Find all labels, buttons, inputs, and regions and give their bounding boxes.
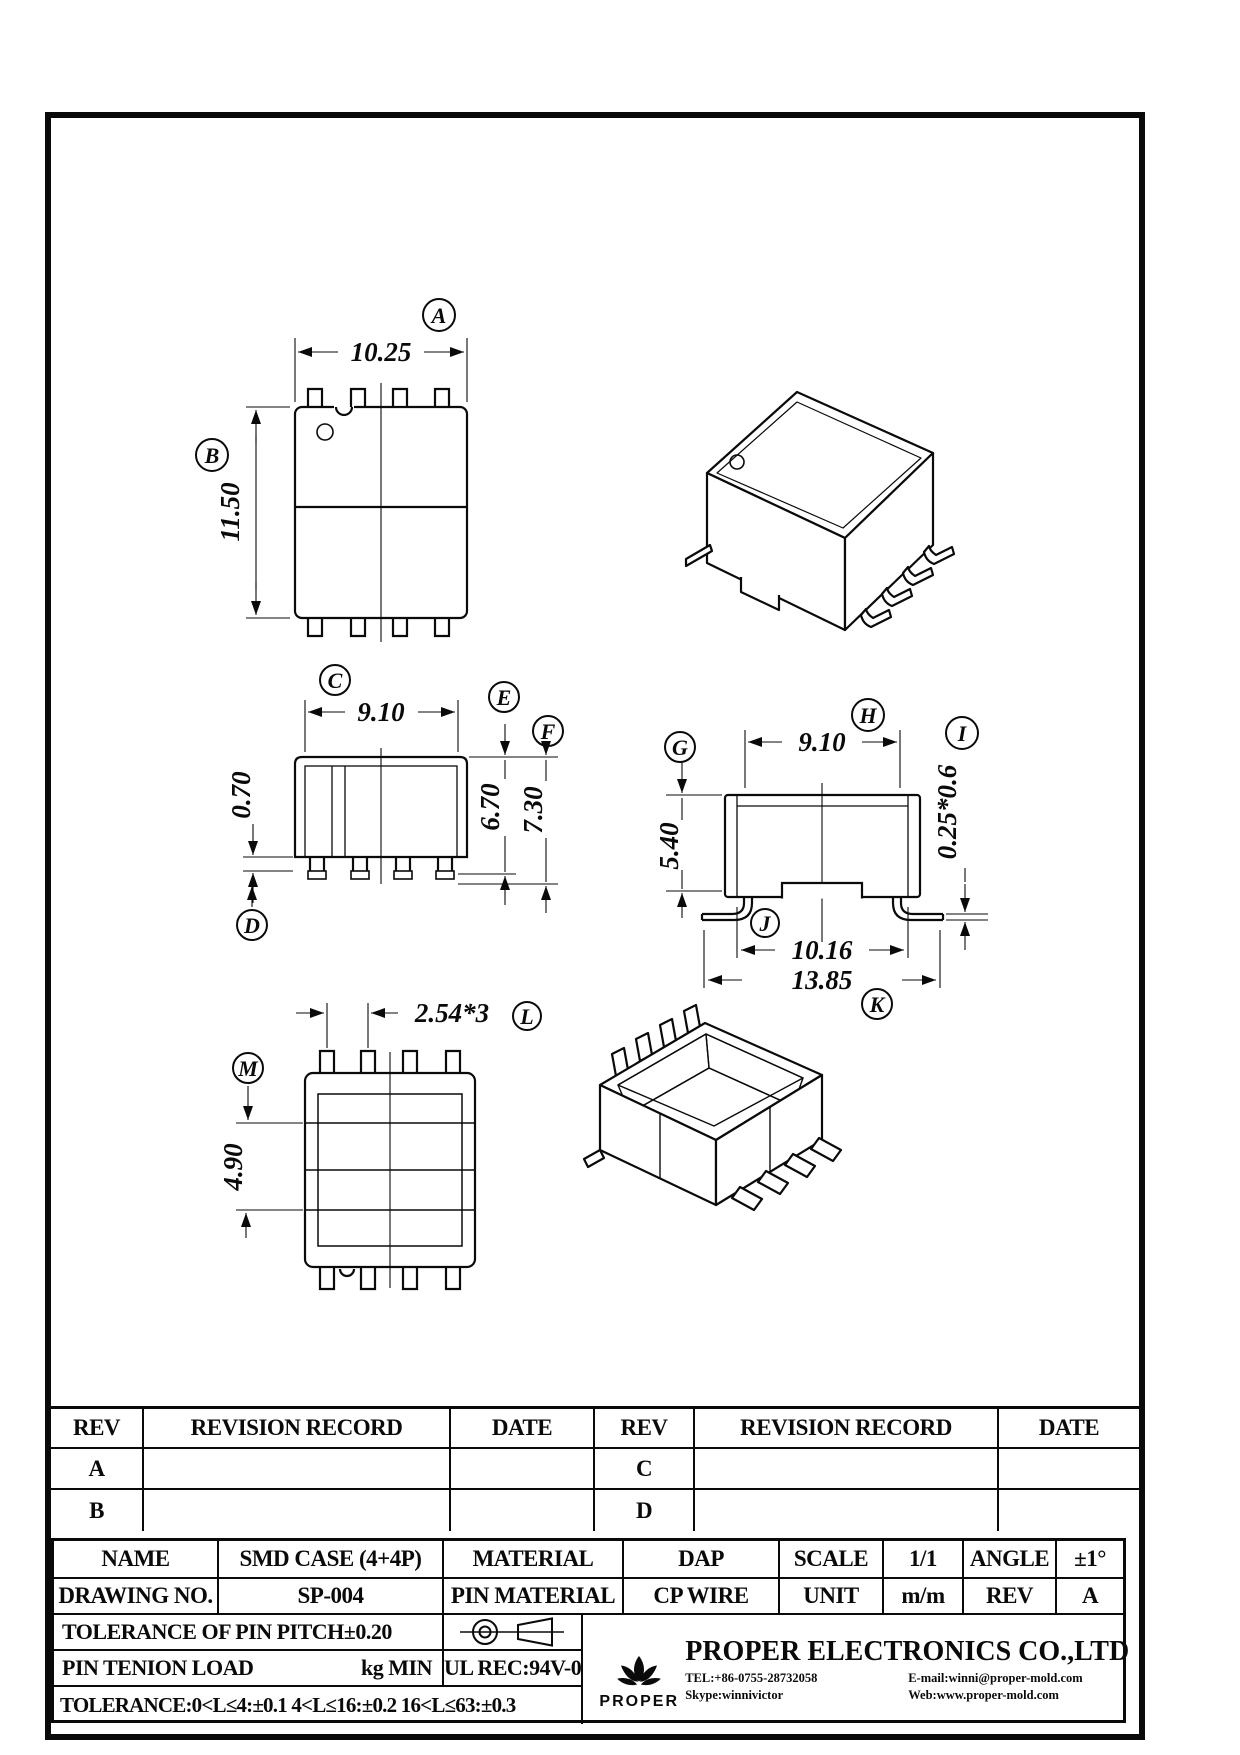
drawing-no-label: DRAWING NO. [54, 1579, 219, 1613]
company-block: PROPER PROPER ELECTRONICS CO.,LTD TEL:+8… [583, 1615, 1135, 1724]
dim-side-width: 9.10 [357, 697, 405, 727]
dim-top-height: 11.50 [215, 482, 245, 542]
tolerance-note: TOLERANCE:0<L≤4:±0.1 4<L≤16:±0.2 16<L≤63… [60, 1693, 516, 1717]
rev-row-d-date [999, 1490, 1139, 1531]
balloon-f: F [540, 719, 556, 744]
rev-row-b-record [144, 1490, 451, 1531]
balloon-l: L [519, 1004, 533, 1029]
balloon-m: M [237, 1056, 259, 1081]
view-iso-closed [684, 390, 956, 632]
dim-pin-pitch: 2.54*3 [414, 998, 489, 1028]
view-iso-open [582, 1003, 843, 1212]
rev-value: A [1081, 1583, 1099, 1608]
view-bottom [232, 1001, 542, 1291]
company-skype: Skype:winnivictor [685, 1688, 784, 1702]
pin-material-label: PIN MATERIAL [444, 1579, 624, 1613]
rev-row-a-date [451, 1449, 595, 1490]
company-tel: TEL:+86-0755-28732058 [685, 1671, 818, 1685]
dim-overall-height: 7.30 [518, 786, 548, 834]
rev-row-a-record [144, 1449, 451, 1490]
title-block: NAME SMD CASE (4+4P) MATERIAL DAP SCALE … [51, 1538, 1129, 1724]
company-name: PROPER ELECTRONICS CO.,LTD [685, 1636, 1130, 1667]
dim-pin-standoff: 0.70 [226, 771, 256, 819]
dim-pin-cross-section: 0.25*0.6 [932, 764, 962, 859]
balloon-j: J [759, 911, 772, 936]
scale-value: 1/1 [884, 1541, 964, 1577]
balloon-g: G [672, 735, 688, 760]
pin-material-value: CP WIRE [624, 1579, 780, 1613]
dim-top-width: 10.25 [351, 337, 412, 367]
logo-wordmark: PROPER [599, 1692, 679, 1710]
scale-label: SCALE [780, 1541, 884, 1577]
ul-rec: UL REC:94V-0 [444, 1655, 582, 1680]
projection-symbol-cell [444, 1615, 581, 1649]
balloon-a: A [430, 303, 447, 328]
name-label: NAME [54, 1541, 219, 1577]
rev-header-record-left: REVISION RECORD [144, 1409, 451, 1449]
rev-row-d: D [595, 1490, 695, 1531]
dim-foot-pitch: 10.16 [792, 935, 853, 965]
drawing-no-value: SP-004 [219, 1579, 444, 1613]
rev-header-rev-left: REV [51, 1409, 144, 1449]
rev-row-b-date [451, 1490, 595, 1531]
view-top [195, 298, 469, 642]
name-value: SMD CASE (4+4P) [219, 1541, 444, 1577]
balloon-h: H [858, 703, 877, 728]
balloon-d: D [243, 913, 260, 938]
revision-table: REV REVISION RECORD DATE REV REVISION RE… [51, 1406, 1139, 1531]
material-label: MATERIAL [444, 1541, 624, 1577]
title-tolerance-section: TOLERANCE OF PIN PITCH±0.20 PIN TENION L… [54, 1615, 584, 1724]
rev-row-c-date [999, 1449, 1139, 1490]
rev-header-date-left: DATE [451, 1409, 595, 1449]
dim-window-height: 4.90 [218, 1143, 248, 1192]
unit-value: m/m [884, 1579, 964, 1613]
company-web: Web:www.proper-mold.com [908, 1688, 1059, 1702]
rev-row-d-record [695, 1490, 999, 1531]
material-value: DAP [624, 1541, 780, 1577]
pin-tension-value: kg MIN [361, 1655, 432, 1680]
rev-row-c-record [695, 1449, 999, 1490]
company-logo: PROPER [593, 1655, 685, 1711]
unit-label: UNIT [780, 1579, 884, 1613]
balloon-k: K [869, 992, 886, 1017]
sheet-border [45, 112, 1145, 1740]
lotus-logo-icon [617, 1655, 662, 1685]
angle-label: ANGLE [964, 1541, 1057, 1577]
balloon-c: C [328, 668, 343, 693]
rev-row-a: A [51, 1449, 144, 1490]
angle-value: ±1° [1074, 1546, 1106, 1571]
dim-body-height: 5.40 [654, 822, 684, 870]
company-email: E-mail:winni@proper-mold.com [908, 1671, 1083, 1685]
pin-tension-label: PIN TENION LOAD [62, 1655, 254, 1680]
balloon-b: B [204, 443, 220, 468]
projection-symbol-icon [459, 1617, 564, 1647]
rev-row-b: B [51, 1490, 144, 1531]
balloon-i: I [957, 721, 968, 746]
rev-header-rev-right: REV [595, 1409, 695, 1449]
title-row-name: NAME SMD CASE (4+4P) MATERIAL DAP SCALE … [54, 1541, 1123, 1579]
dim-front-width: 9.10 [798, 727, 846, 757]
rev-row-c: C [595, 1449, 695, 1490]
view-side [236, 664, 564, 941]
dim-case-height: 6.70 [475, 783, 505, 831]
pin-tension-cell: PIN TENION LOAD kg MIN [54, 1651, 444, 1685]
rev-header-record-right: REVISION RECORD [695, 1409, 999, 1449]
balloon-e: E [496, 685, 512, 710]
rev-header-date-right: DATE [999, 1409, 1139, 1449]
rev-label: REV [964, 1579, 1057, 1613]
title-row-drawing-no: DRAWING NO. SP-004 PIN MATERIAL CP WIRE … [54, 1579, 1123, 1615]
dim-foot-span: 13.85 [792, 965, 853, 995]
view-front [664, 698, 988, 1020]
pin-pitch-tolerance: TOLERANCE OF PIN PITCH±0.20 [54, 1615, 444, 1649]
